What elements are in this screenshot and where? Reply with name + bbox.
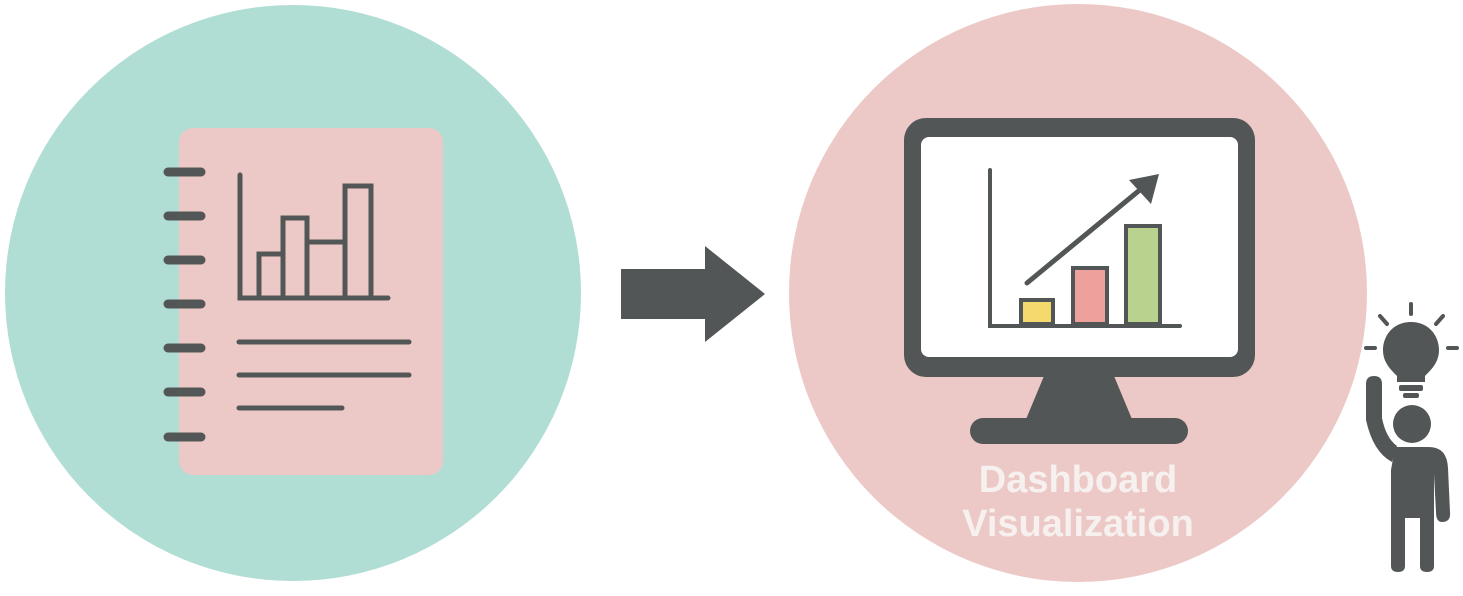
bulb-rays (1364, 302, 1459, 350)
trend-up-arrow-icon (1024, 174, 1159, 286)
bulb-tip (1403, 393, 1419, 398)
notebook-icon (163, 128, 443, 475)
lightbulb-icon (1364, 302, 1459, 398)
notebook-bar (342, 183, 374, 301)
right-arrow-icon (621, 246, 765, 342)
bulb-glass (1383, 322, 1439, 382)
caption-line-1: Dashboard (979, 459, 1177, 501)
notebook-spiral (163, 167, 206, 442)
bar-chart-icon (237, 172, 391, 301)
growth-bar-chart-icon (988, 168, 1182, 328)
monitor-neck (1024, 376, 1134, 424)
notebook-text-lines (236, 339, 412, 411)
monitor-icon (904, 118, 1255, 444)
monitor-base (970, 418, 1188, 444)
person-head (1393, 405, 1431, 443)
bulb-base (1399, 385, 1423, 391)
notebook-page (179, 128, 443, 475)
screen-chart-axes (988, 168, 1182, 328)
person-raised-arm (1366, 376, 1397, 462)
person-body (1391, 447, 1451, 572)
caption-line-2: Visualization (962, 503, 1194, 545)
chart-bar-pink (1071, 266, 1109, 326)
chart-bar-yellow (1019, 298, 1055, 326)
person-icon (1366, 376, 1451, 572)
chart-bar-green (1124, 224, 1162, 326)
